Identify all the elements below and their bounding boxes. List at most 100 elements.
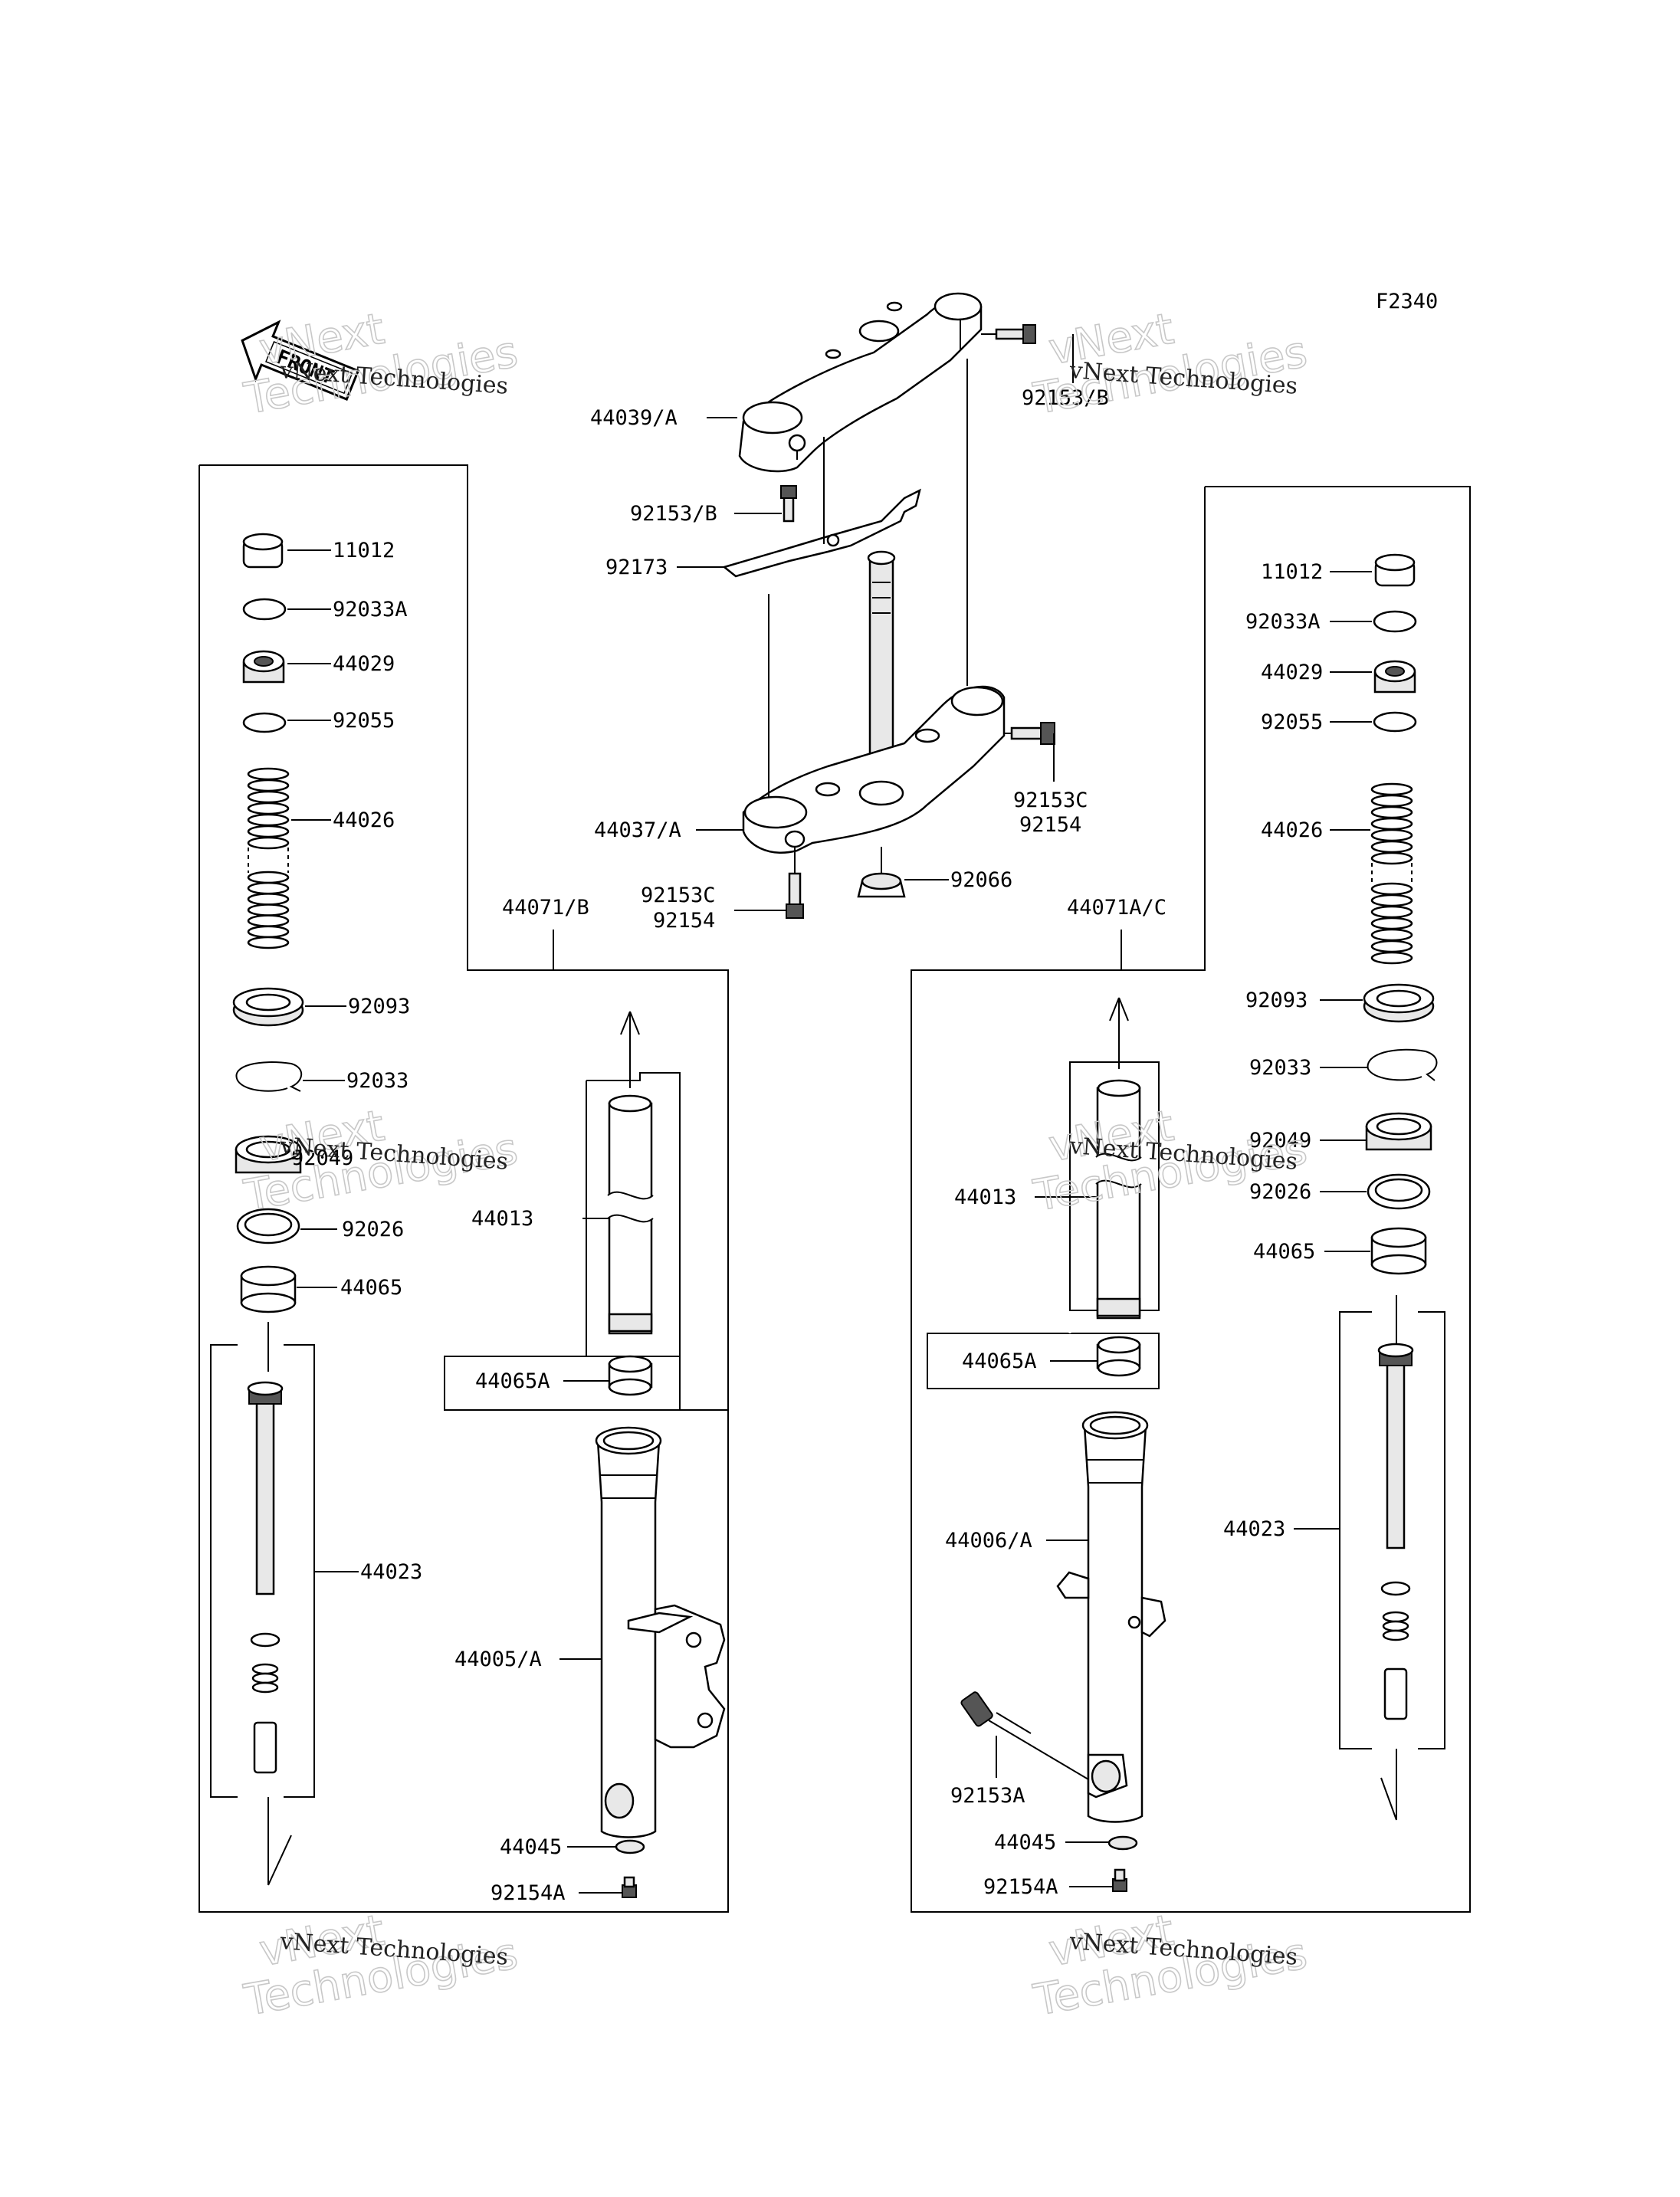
right-outer-tube-44006a — [1056, 1411, 1166, 1823]
bolt-92153c-left — [786, 872, 804, 919]
label-92153b-top: 92153/B — [630, 502, 717, 526]
bolt-92153b-right — [995, 324, 1036, 344]
spring-coil — [1370, 951, 1413, 965]
left-label-44013: 44013 — [471, 1207, 533, 1231]
right-label-44065a: 44065A — [962, 1349, 1037, 1373]
label-92153b-right: 92153/B — [1022, 386, 1109, 410]
right-panel-border — [911, 486, 1471, 1913]
bracket-92173 — [722, 488, 921, 578]
spring-coil — [1370, 817, 1413, 831]
label-92154-left: 92154 — [653, 909, 715, 933]
left-seal-92093 — [232, 987, 304, 1027]
spring-coil — [247, 925, 290, 939]
left-seal-92049 — [235, 1135, 302, 1174]
right-label-44026: 44026 — [1261, 818, 1323, 842]
left-label-11012: 11012 — [333, 539, 395, 562]
right-washer-92026 — [1367, 1173, 1431, 1210]
spring-coil — [247, 802, 290, 815]
right-snapring-92033 — [1367, 1048, 1438, 1081]
left-label-92033a: 92033A — [333, 598, 408, 621]
right-seal-92093 — [1363, 983, 1435, 1023]
left-bushing-44065 — [240, 1265, 297, 1313]
right-bushing-44065a — [1096, 1336, 1141, 1377]
right-label-44045: 44045 — [994, 1831, 1056, 1854]
right-label-44013: 44013 — [954, 1185, 1016, 1209]
right-washer-44045 — [1107, 1835, 1138, 1851]
left-label-92154a: 92154A — [491, 1881, 566, 1905]
right-damper-rod-44023 — [1377, 1343, 1414, 1720]
left-washer-44045 — [615, 1839, 645, 1854]
left-label-92033: 92033 — [346, 1069, 409, 1093]
left-label-92026: 92026 — [342, 1218, 404, 1241]
spring-coil — [247, 871, 290, 884]
watermark-top-right: vNext Technologies — [1029, 303, 1311, 425]
right-oring-92055 — [1373, 711, 1417, 733]
spring-coil — [1370, 782, 1413, 796]
left-oring-92055 — [242, 712, 287, 733]
bolt-92153c-right — [1010, 722, 1055, 745]
left-label-44065: 44065 — [340, 1276, 402, 1300]
bolt-92153b-left — [780, 485, 797, 523]
right-label-44029: 44029 — [1261, 661, 1323, 684]
right-seal-92049 — [1365, 1112, 1432, 1151]
left-damper-rod-44023 — [247, 1381, 284, 1774]
left-spring-44026 — [247, 767, 290, 949]
spring-coil — [247, 903, 290, 917]
right-label-92033a: 92033A — [1245, 610, 1321, 634]
right-bushing-44065 — [1370, 1227, 1427, 1275]
left-label-44045: 44045 — [500, 1835, 562, 1859]
spring-coil — [1370, 805, 1413, 819]
right-spring-44026 — [1370, 782, 1413, 965]
lower-triple-clamp — [742, 685, 1006, 854]
left-bushing-44065a — [608, 1355, 653, 1396]
right-bolt-44029 — [1373, 660, 1416, 694]
left-oring-92033a — [242, 598, 287, 621]
part-92066 — [857, 872, 906, 898]
spring-coil — [1370, 794, 1413, 808]
right-label-44023: 44023 — [1223, 1517, 1285, 1541]
label-92066: 92066 — [950, 868, 1012, 892]
label-92153c-left: 92153C — [641, 884, 716, 907]
label-92153c-right: 92153C — [1013, 789, 1088, 812]
spring-coil — [247, 914, 290, 927]
right-oring-92033a — [1373, 610, 1417, 633]
label-44071b: 44071/B — [502, 896, 589, 920]
left-label-92093: 92093 — [348, 995, 410, 1018]
watermark-top-left: vNext Technologies — [240, 303, 522, 425]
spring-coil — [1370, 917, 1413, 930]
left-label-92049: 92049 — [291, 1146, 353, 1170]
label-92173: 92173 — [605, 556, 668, 579]
spring-coil — [247, 767, 290, 781]
left-washer-92026 — [236, 1208, 300, 1244]
spring-coil — [247, 779, 290, 792]
right-bolt-92154a — [1112, 1868, 1127, 1892]
left-cap-11012 — [242, 533, 284, 569]
right-label-44006a: 44006/A — [945, 1529, 1032, 1553]
spring-coil — [1370, 882, 1413, 896]
right-label-92153a: 92153A — [950, 1784, 1025, 1808]
left-inner-tube-44013 — [607, 1094, 654, 1335]
spring-coil — [247, 936, 290, 949]
spring-coil — [247, 881, 290, 895]
right-cap-11012 — [1374, 553, 1416, 587]
left-outer-tube-44005a — [595, 1426, 726, 1838]
right-label-92154a: 92154A — [983, 1875, 1058, 1899]
spring-coil — [1370, 828, 1413, 842]
spring-coil — [1370, 851, 1413, 865]
right-label-92093: 92093 — [1245, 989, 1308, 1012]
right-label-92026: 92026 — [1249, 1180, 1311, 1204]
left-label-44023: 44023 — [360, 1560, 422, 1584]
right-label-44065: 44065 — [1253, 1240, 1315, 1264]
right-inner-tube-44013 — [1095, 1079, 1142, 1320]
spring-coil — [247, 893, 290, 906]
right-label-11012: 11012 — [1261, 560, 1323, 584]
left-bolt-44029 — [242, 650, 285, 684]
label-92154-right: 92154 — [1019, 813, 1081, 837]
spring-coil — [247, 836, 290, 850]
upper-triple-clamp — [738, 292, 983, 473]
left-label-92055: 92055 — [333, 709, 395, 733]
left-label-44005a: 44005/A — [454, 1648, 542, 1671]
right-label-92033: 92033 — [1249, 1056, 1311, 1080]
left-label-44065a: 44065A — [475, 1369, 550, 1393]
